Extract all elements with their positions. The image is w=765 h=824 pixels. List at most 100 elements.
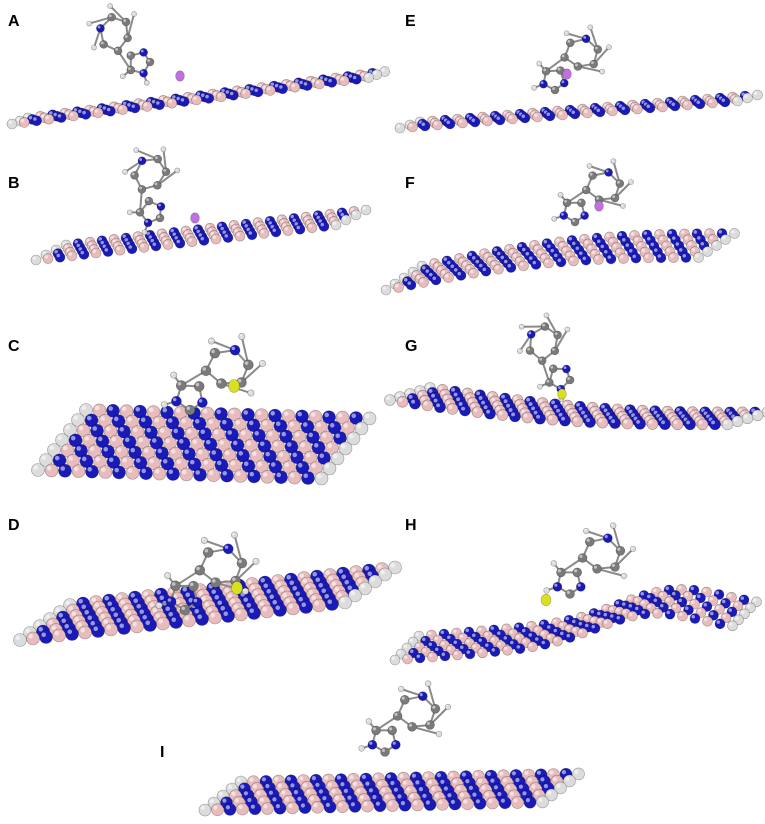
- carbon-atom-highlight: [137, 209, 140, 213]
- nitrogen-atom-highlight: [176, 239, 180, 244]
- carbon-atom-highlight: [617, 547, 621, 551]
- nitrogen-atom-highlight: [158, 203, 161, 207]
- boron-atom-highlight: [513, 253, 517, 258]
- boron-atom-highlight: [520, 262, 524, 266]
- boron-atom-highlight: [198, 590, 204, 596]
- boron-atom-highlight: [306, 789, 311, 794]
- nitrogen-atom: [105, 105, 116, 117]
- nitrogen-atom-highlight: [682, 254, 686, 258]
- boron-atom-highlight: [227, 593, 233, 598]
- nitrogen-atom: [417, 691, 428, 702]
- nitrogen-atom-highlight: [130, 447, 136, 453]
- carbon-atom-highlight: [171, 582, 176, 586]
- boron-atom-highlight: [233, 604, 239, 609]
- carbon-atom: [584, 536, 595, 547]
- hydrogen-atom-highlight: [236, 777, 241, 783]
- nitrogen-atom-highlight: [193, 598, 198, 603]
- carbon-atom-highlight: [177, 382, 182, 386]
- nitrogen-atom-highlight: [315, 782, 320, 787]
- hydrogen-atom-highlight: [380, 569, 385, 575]
- nitrogen-atom-highlight: [685, 606, 689, 611]
- boron-atom-highlight: [538, 399, 543, 404]
- carbon-atom-highlight: [394, 712, 398, 716]
- nitrogen-atom-highlight: [196, 229, 200, 234]
- hydrogen-atom-highlight: [532, 86, 535, 88]
- boron-atom-highlight: [111, 437, 116, 442]
- boron-atom-highlight: [552, 777, 558, 782]
- nitrogen-atom-highlight: [344, 72, 348, 77]
- nitrogen-atom: [614, 614, 626, 625]
- nitrogen-atom-highlight: [558, 412, 563, 417]
- nitrogen-atom-highlight: [361, 774, 366, 780]
- boron-atom: [142, 101, 153, 112]
- boron-atom: [92, 107, 104, 119]
- nitrogen-atom-highlight: [119, 623, 124, 628]
- panel-label-a: A: [8, 13, 20, 30]
- nitrogen-atom-highlight: [472, 633, 476, 637]
- nitrogen-atom: [96, 24, 105, 33]
- boron-atom-highlight: [136, 236, 140, 241]
- nitrogen-atom-highlight: [582, 256, 586, 261]
- nitrogen-atom-highlight: [693, 230, 697, 234]
- boron-atom-highlight: [566, 405, 570, 410]
- nitrogen-atom: [584, 416, 596, 428]
- nitrogen-atom-highlight: [296, 225, 300, 230]
- boron-atom-highlight: [703, 588, 707, 593]
- nitrogen-atom-highlight: [119, 427, 124, 432]
- nitrogen-atom-highlight: [440, 630, 444, 634]
- boron-atom-highlight: [438, 266, 442, 271]
- hydrogen-atom: [155, 601, 163, 609]
- carbon-atom-highlight: [154, 182, 158, 186]
- boron-atom-highlight: [588, 403, 593, 408]
- boron-atom-highlight: [311, 79, 316, 83]
- nitrogen-atom-highlight: [615, 600, 619, 605]
- boron-atom-highlight: [289, 421, 294, 427]
- boron-atom-highlight: [337, 592, 342, 597]
- nitrogen-atom: [193, 467, 207, 482]
- boron-atom: [289, 81, 301, 93]
- carbon-atom: [194, 564, 206, 576]
- hydrogen-atom: [252, 557, 260, 565]
- nitrogen-atom-highlight: [691, 615, 695, 619]
- boron-atom-highlight: [438, 800, 443, 805]
- boron-atom: [166, 97, 178, 109]
- hydrogen-atom-highlight: [175, 168, 178, 171]
- hydrogen-atom-highlight: [24, 114, 28, 118]
- nitrogen-atom-highlight: [697, 594, 701, 599]
- nitrogen-atom-highlight: [640, 591, 644, 596]
- carbon-atom-highlight: [589, 172, 593, 176]
- nitrogen-atom: [684, 418, 696, 431]
- nitrogen-atom: [534, 412, 546, 425]
- boron-atom: [621, 417, 634, 430]
- nitrogen-atom-highlight: [493, 247, 497, 252]
- hydrogen-atom-highlight: [356, 423, 362, 429]
- boron-atom-highlight: [61, 109, 65, 114]
- nitrogen-atom-highlight: [643, 231, 647, 235]
- boron-atom-highlight: [20, 118, 25, 123]
- nitrogen-atom: [31, 115, 42, 127]
- nitrogen-atom-highlight: [443, 257, 447, 261]
- hydrogen-atom: [536, 60, 543, 67]
- carbon-atom: [153, 180, 162, 190]
- nitrogen-atom-highlight: [565, 616, 569, 621]
- boron-atom-highlight: [273, 576, 278, 581]
- adsorbed-molecule-panel-g: [517, 312, 575, 403]
- hydrogen-atom-highlight: [629, 180, 631, 183]
- carbon-atom: [553, 330, 562, 340]
- nitrogen-atom-highlight: [625, 243, 629, 247]
- nitrogen-atom-highlight: [303, 473, 308, 478]
- boron-atom-highlight: [207, 607, 213, 612]
- nitrogen-atom-highlight: [583, 414, 588, 419]
- nitrogen-atom-highlight: [454, 268, 458, 272]
- nitrogen-atom: [65, 627, 79, 641]
- nitrogen-atom-highlight: [93, 626, 98, 631]
- nitrogen-atom-highlight: [601, 404, 605, 409]
- hydrogen-atom: [550, 560, 557, 567]
- nitrogen-atom-highlight: [465, 628, 469, 632]
- nitrogen-atom-highlight: [275, 605, 280, 610]
- nitrogen-atom: [448, 797, 462, 811]
- hydrogen-atom: [557, 191, 564, 198]
- hydrogen-atom-highlight: [386, 396, 391, 401]
- hydrogen-atom: [536, 795, 549, 809]
- boron-atom-highlight: [340, 77, 345, 81]
